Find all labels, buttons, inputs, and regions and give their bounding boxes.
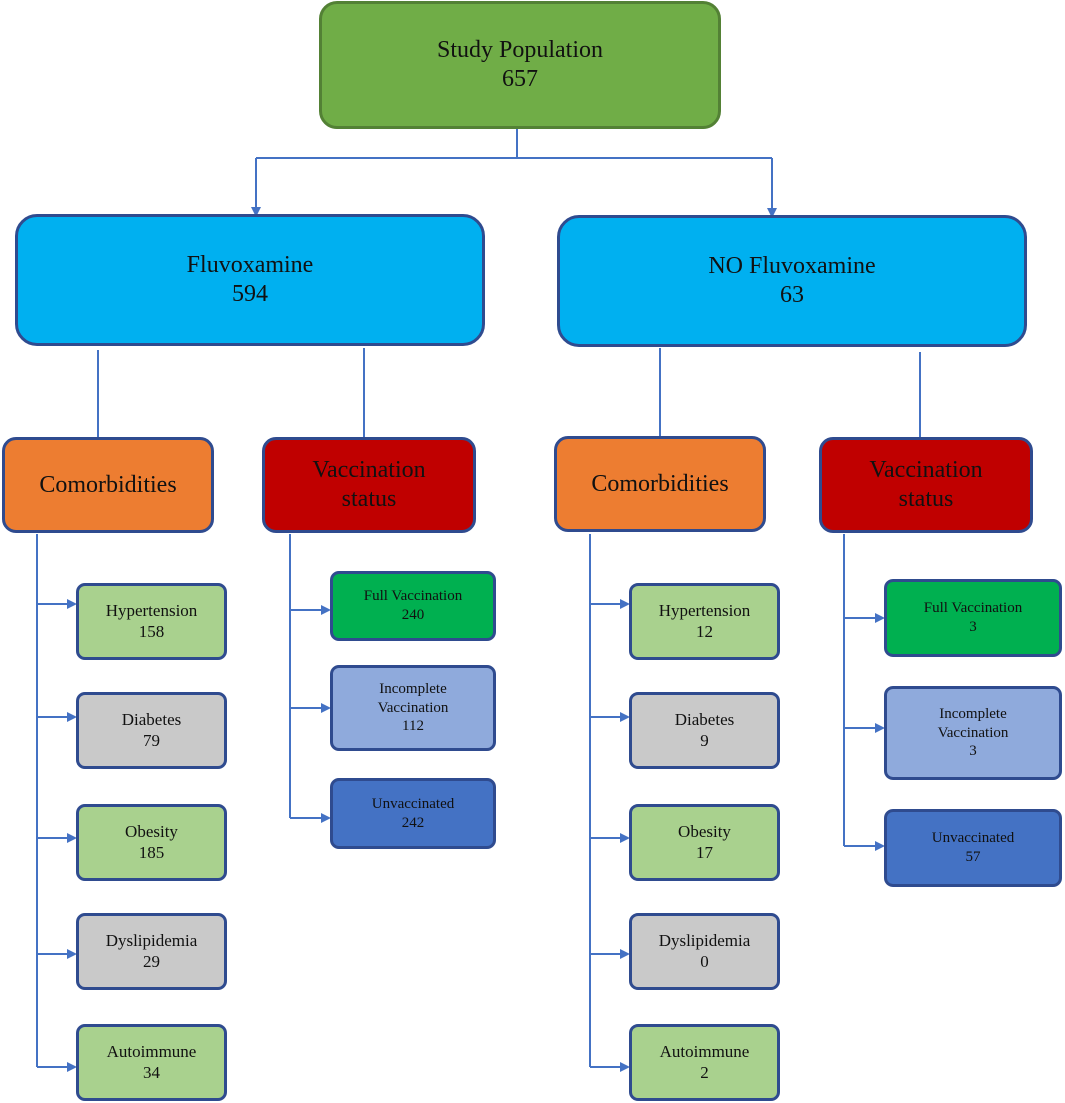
fluvoxamine-node: Fluvoxamine 594 (15, 214, 485, 346)
node-label: Dyslipidemia (658, 931, 751, 951)
no-fluvoxamine-comorbidities-node: Comorbidities (554, 436, 766, 532)
no-fluvoxamine-obesity-node: Obesity 17 (629, 804, 780, 881)
node-count: 57 (965, 849, 981, 865)
node-label: Autoimmune (659, 1042, 750, 1062)
node-count: 2 (700, 1062, 709, 1082)
node-label-line2: status (341, 486, 397, 512)
node-count: 242 (401, 814, 425, 831)
node-count: 240 (401, 607, 425, 623)
node-count: 63 (780, 282, 804, 308)
node-count: 9 (700, 730, 709, 750)
no-fluvoxamine-dyslipidemia-node: Dyslipidemia 0 (629, 913, 780, 990)
node-label: Full Vaccination (363, 588, 463, 605)
no-fluvoxamine-node: NO Fluvoxamine 63 (557, 215, 1027, 347)
node-label: Study Population (436, 37, 604, 64)
no-fluvoxamine-diabetes-node: Diabetes 9 (629, 692, 780, 769)
node-label-line1: Vaccination (869, 457, 983, 484)
node-label: Comorbidities (39, 471, 177, 498)
fluvoxamine-diabetes-node: Diabetes 79 (76, 692, 227, 769)
node-label-line2: Vaccination (937, 724, 1009, 741)
node-label: Obesity (125, 822, 178, 842)
node-label: Full Vaccination (923, 600, 1023, 617)
node-label: Diabetes (121, 710, 182, 730)
no-fluvoxamine-incomplete-vaccination-node: Incomplete Vaccination 3 (884, 686, 1062, 780)
fluvoxamine-full-vaccination-node: Full Vaccination 240 (330, 571, 496, 641)
fluvoxamine-unvaccinated-node: Unvaccinated 242 (330, 778, 496, 849)
node-label: Hypertension (658, 601, 751, 621)
no-fluvoxamine-hypertension-node: Hypertension 12 (629, 583, 780, 660)
fluvoxamine-comorbidities-node: Comorbidities (2, 437, 214, 533)
fluvoxamine-dyslipidemia-node: Dyslipidemia 29 (76, 913, 227, 990)
node-label-line1: Incomplete (939, 705, 1007, 722)
node-label: Obesity (678, 822, 731, 842)
node-count: 3 (969, 743, 977, 760)
node-label: Dyslipidemia (105, 931, 198, 951)
fluvoxamine-vaccination-node: Vaccination status (262, 437, 476, 533)
fluvoxamine-obesity-node: Obesity 185 (76, 804, 227, 881)
node-label: NO Fluvoxamine (708, 253, 876, 280)
fluvoxamine-incomplete-vaccination-node: Incomplete Vaccination 112 (330, 665, 496, 751)
node-label-line2: status (898, 486, 954, 512)
fluvoxamine-hypertension-node: Hypertension 158 (76, 583, 227, 660)
node-count: 34 (143, 1062, 160, 1082)
node-count: 79 (143, 730, 160, 750)
no-fluvoxamine-unvaccinated-node: Unvaccinated 57 (884, 809, 1062, 887)
node-count: 594 (232, 281, 268, 307)
node-label: Hypertension (105, 601, 198, 621)
node-count: 12 (696, 621, 713, 641)
node-count: 3 (969, 619, 977, 635)
node-label-line1: Incomplete (379, 680, 447, 697)
node-label-line1: Vaccination (312, 457, 426, 484)
node-count: 0 (700, 951, 709, 971)
node-count: 158 (138, 621, 165, 641)
node-label: Comorbidities (591, 470, 729, 497)
node-count: 185 (138, 842, 165, 862)
no-fluvoxamine-autoimmune-node: Autoimmune 2 (629, 1024, 780, 1101)
no-fluvoxamine-full-vaccination-node: Full Vaccination 3 (884, 579, 1062, 657)
node-label: Unvaccinated (931, 830, 1015, 847)
node-count: 29 (143, 951, 160, 971)
node-count: 657 (502, 66, 538, 92)
node-label: Diabetes (674, 710, 735, 730)
fluvoxamine-autoimmune-node: Autoimmune 34 (76, 1024, 227, 1101)
no-fluvoxamine-vaccination-node: Vaccination status (819, 437, 1033, 533)
node-label: Fluvoxamine (186, 252, 314, 279)
node-label: Autoimmune (106, 1042, 197, 1062)
study-population-node: Study Population 657 (319, 1, 721, 129)
node-count: 17 (696, 842, 713, 862)
node-count: 112 (402, 718, 424, 735)
node-label: Unvaccinated (371, 795, 455, 812)
node-label-line2: Vaccination (377, 699, 449, 716)
